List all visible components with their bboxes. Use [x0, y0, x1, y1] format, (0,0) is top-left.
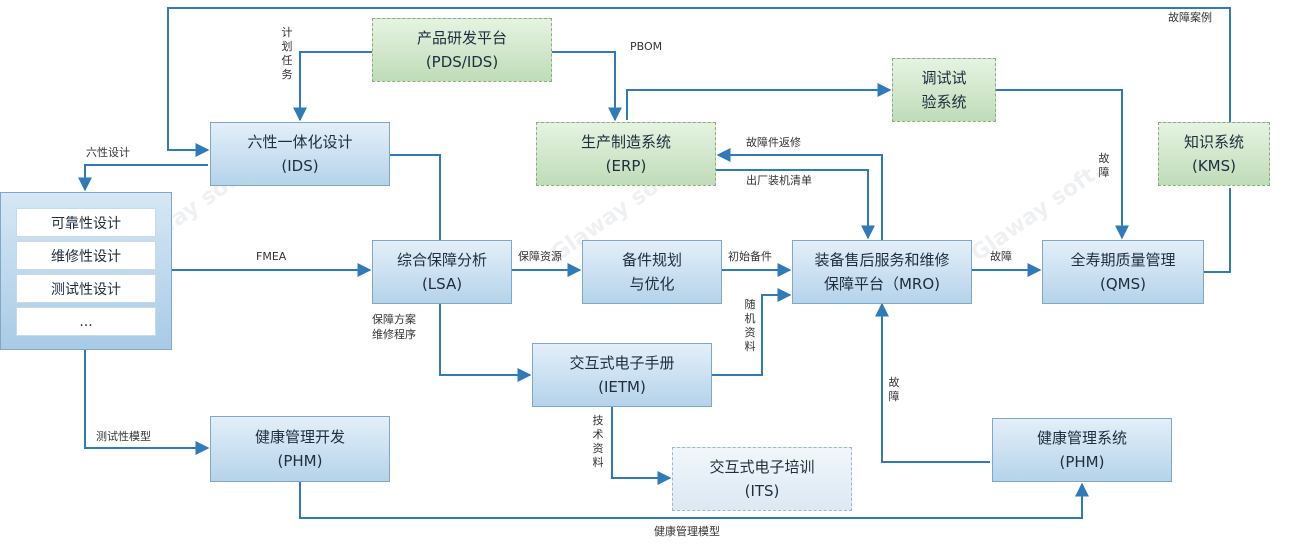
arrow-ids-to-six-design — [78, 164, 208, 192]
pds-box: 产品研发平台 (PDS/IDS) — [372, 18, 552, 82]
label-factory-list: 出厂装机清单 — [746, 174, 812, 187]
pds-title: 产品研发平台 — [416, 29, 507, 47]
label-plan-tasks: 计划任务 — [281, 26, 293, 81]
erp-box: 生产制造系统 (ERP) — [536, 122, 716, 186]
label-test-model: 测试性模型 — [96, 430, 151, 443]
phm-dev-title: 健康管理开发 — [254, 428, 345, 446]
arrow-fault-cases-to-ids — [167, 7, 1231, 157]
ids-box: 六性一体化设计 (IDS) — [210, 122, 390, 186]
mro-title-2: 保障平台（MRO) — [823, 275, 941, 293]
arrow-pds-to-erp — [552, 51, 622, 122]
mro-title-1: 装备售后服务和维修 — [814, 251, 950, 269]
spares-box: 备件规划 与优化 — [582, 240, 722, 304]
label-plan-procedure: 保障方案 维修程序 — [372, 312, 416, 342]
spares-title-2: 与优化 — [629, 275, 675, 293]
arrow-phm-dev-to-phm-sys — [299, 482, 1089, 519]
label-six-design: 六性设计 — [86, 146, 130, 159]
spares-title-1: 备件规划 — [621, 251, 682, 269]
ietm-title: 交互式电子手册 — [569, 354, 675, 372]
arrow-ietm-to-mro — [712, 288, 792, 376]
lsa-title: 综合保障分析 — [396, 251, 487, 269]
arrow-ietm-to-its — [611, 407, 672, 485]
six-design-item: 维修性设计 — [16, 241, 156, 270]
erp-title: 生产制造系统 — [580, 133, 671, 151]
arrow-phm-sys-to-mro — [875, 302, 990, 463]
phm-dev-box: 健康管理开发 (PHM) — [210, 416, 390, 482]
qms-code: (QMS) — [1100, 275, 1146, 293]
ietm-box: 交互式电子手册 (IETM) — [532, 343, 712, 407]
label-fault-mro: 故障 — [990, 250, 1012, 263]
label-random-data: 随机资料 — [744, 298, 756, 353]
phm-sys-title: 健康管理系统 — [1036, 429, 1127, 447]
label-fault-cases: 故障案例 — [1168, 11, 1212, 24]
six-design-item: 测试性设计 — [16, 274, 156, 303]
arrow-erp-to-tuning — [626, 83, 892, 120]
label-pbom: PBOM — [630, 40, 663, 53]
phm-sys-code: (PHM) — [1059, 453, 1105, 471]
kms-box: 知识系统 (KMS) — [1158, 122, 1270, 186]
ids-code: (IDS) — [281, 157, 319, 175]
mro-box: 装备售后服务和维修 保障平台（MRO) — [792, 240, 972, 304]
label-fmea: FMEA — [256, 250, 287, 263]
arrow-erp-to-mro — [716, 169, 875, 240]
erp-code: (ERP) — [605, 157, 647, 175]
six-design-group: 可靠性设计 维修性设计 测试性设计 ... — [0, 192, 172, 350]
kms-title: 知识系统 — [1183, 133, 1244, 151]
arrow-tuning-to-qms — [996, 89, 1129, 240]
qms-box: 全寿期质量管理 (QMS) — [1042, 240, 1204, 304]
pds-code: (PDS/IDS) — [425, 53, 499, 71]
phm-sys-box: 健康管理系统 (PHM) — [992, 418, 1172, 482]
label-tech-data: 技术资料 — [592, 414, 604, 469]
label-health-model: 健康管理模型 — [654, 525, 720, 538]
its-box: 交互式电子培训 (ITS) — [672, 447, 852, 511]
kms-code: (KMS) — [1191, 157, 1236, 175]
ids-title: 六性一体化设计 — [247, 133, 353, 151]
tuning-title-1: 调试试 — [921, 69, 967, 87]
label-fault-tuning: 故障 — [1098, 152, 1110, 179]
six-design-item: 可靠性设计 — [16, 208, 156, 237]
label-plan-procedure-2: 维修程序 — [372, 328, 416, 341]
phm-dev-code: (PHM) — [277, 452, 323, 470]
arrow-lsa-to-ietm — [439, 304, 532, 382]
its-code: (ITS) — [744, 482, 780, 500]
its-title: 交互式电子培训 — [709, 458, 815, 476]
lsa-box: 综合保障分析 (LSA) — [372, 240, 512, 304]
qms-title: 全寿期质量管理 — [1070, 251, 1176, 269]
tuning-title-2: 验系统 — [921, 93, 967, 111]
arrow-pds-to-ids — [293, 51, 372, 122]
tuning-box: 调试试 验系统 — [892, 58, 996, 122]
label-initial-spares: 初始备件 — [728, 250, 772, 263]
label-plan-procedure-1: 保障方案 — [372, 313, 416, 326]
arrow-six-to-phm-dev — [84, 350, 210, 455]
label-fault-phm: 故障 — [888, 376, 900, 403]
arrow-ids-to-lsa — [390, 154, 441, 240]
six-design-item: ... — [16, 307, 156, 336]
arrow-qms-to-kms — [1204, 188, 1231, 273]
label-fault-return: 故障件返修 — [746, 136, 801, 149]
ietm-code: (IETM) — [598, 378, 646, 396]
label-support-resources: 保障资源 — [518, 250, 562, 263]
arrow-mro-to-erp — [716, 148, 883, 240]
lsa-code: (LSA) — [421, 275, 463, 293]
